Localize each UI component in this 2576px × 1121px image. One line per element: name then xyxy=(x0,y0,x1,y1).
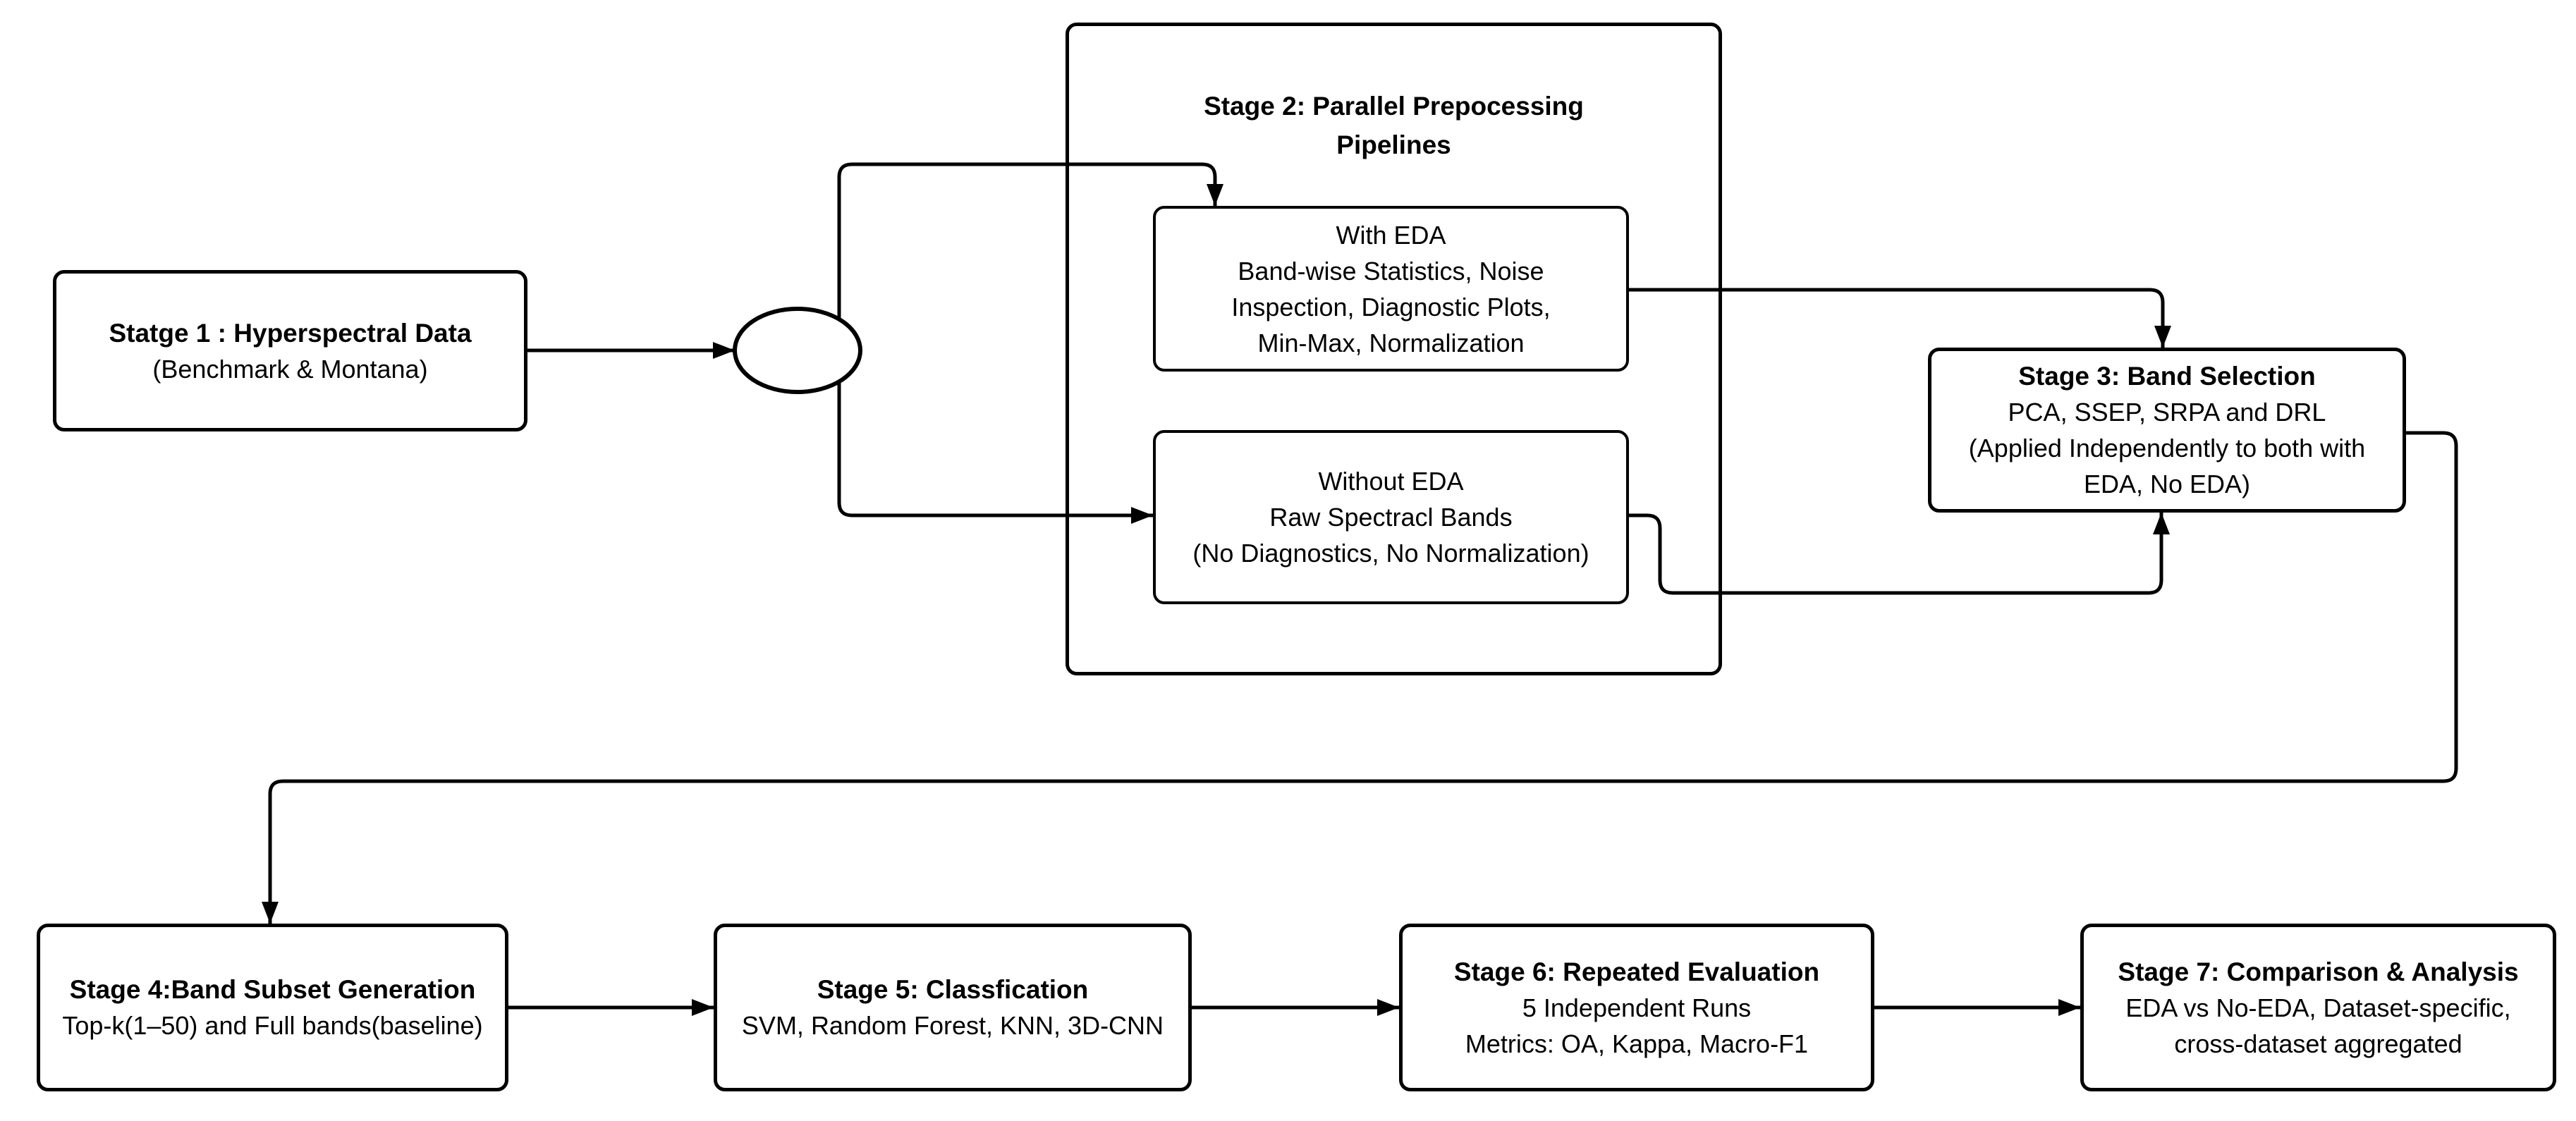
stage3-line2: (Applied Independently to both with xyxy=(1968,434,2366,463)
stage4-line1: Top-k(1–50) and Full bands(baseline) xyxy=(62,1011,483,1040)
with-eda-line1: With EDA xyxy=(1336,220,1446,250)
stage3-box: Stage 3: Band Selection PCA, SSEP, SRPA … xyxy=(1928,348,2406,513)
stage7-line2: cross-dataset aggregated xyxy=(2174,1029,2462,1058)
with-eda-line3: Inspection, Diagnostic Plots, xyxy=(1231,292,1551,321)
stage1-title: Statge 1 : Hyperspectral Data xyxy=(109,318,472,348)
connector-stage3-to-stage4 xyxy=(262,431,2458,924)
connector-split-to-with-eda xyxy=(837,162,1223,350)
connector-split-to-without-eda xyxy=(837,350,1153,524)
stage5-box: Stage 5: Classfication SVM, Random Fores… xyxy=(714,924,1192,1091)
stage5-title: Stage 5: Classfication xyxy=(817,975,1089,1004)
stage6-box: Stage 6: Repeated Evaluation 5 Independe… xyxy=(1399,924,1874,1091)
stage3-title: Stage 3: Band Selection xyxy=(2018,362,2316,391)
split-node-ellipse xyxy=(733,307,862,394)
stage4-title: Stage 4:Band Subset Generation xyxy=(69,975,476,1004)
stage6-line1: 5 Independent Runs xyxy=(1522,993,1752,1022)
stage3-line3: EDA, No EDA) xyxy=(2083,470,2251,498)
stage3-line1: PCA, SSEP, SRPA and DRL xyxy=(2008,398,2326,427)
with-eda-line4: Min-Max, Normalization xyxy=(1257,328,1525,357)
stage7-box: Stage 7: Comparison & Analysis EDA vs No… xyxy=(2080,924,2556,1091)
without-eda-line2: Raw Spectracl Bands xyxy=(1269,503,1513,532)
stage2-container: Stage 2: Parallel Prepocessing Pipelines xyxy=(1066,23,1722,675)
stage6-line2: Metrics: OA, Kappa, Macro-F1 xyxy=(1465,1029,1809,1058)
stage7-line1: EDA vs No-EDA, Dataset-specific, xyxy=(2125,993,2511,1022)
stage1-box: Statge 1 : Hyperspectral Data (Benchmark… xyxy=(53,270,527,431)
stage2-title-line1: Stage 2: Parallel Prepocessing xyxy=(1204,92,1584,121)
stage1-subtitle: (Benchmark & Montana) xyxy=(152,354,428,384)
without-eda-line1: Without EDA xyxy=(1318,467,1464,496)
stage7-title: Stage 7: Comparison & Analysis xyxy=(2118,957,2519,986)
stage4-box: Stage 4:Band Subset Generation Top-k(1–5… xyxy=(37,924,508,1091)
stage2-title-line2: Pipelines xyxy=(1336,130,1451,159)
connector-without-eda-to-stage3 xyxy=(1629,513,2170,595)
stage5-line1: SVM, Random Forest, KNN, 3D-CNN xyxy=(741,1011,1164,1040)
without-eda-line3: (No Diagnostics, No Normalization) xyxy=(1192,539,1589,568)
with-eda-line2: Band-wise Statistics, Noise xyxy=(1238,256,1544,286)
stage6-title: Stage 6: Repeated Evaluation xyxy=(1453,957,1820,986)
without-eda-box: Without EDA Raw Spectracl Bands (No Diag… xyxy=(1153,430,1629,604)
with-eda-box: With EDA Band-wise Statistics, Noise Ins… xyxy=(1153,206,1629,372)
connector-with-eda-to-stage3 xyxy=(1629,288,2171,348)
